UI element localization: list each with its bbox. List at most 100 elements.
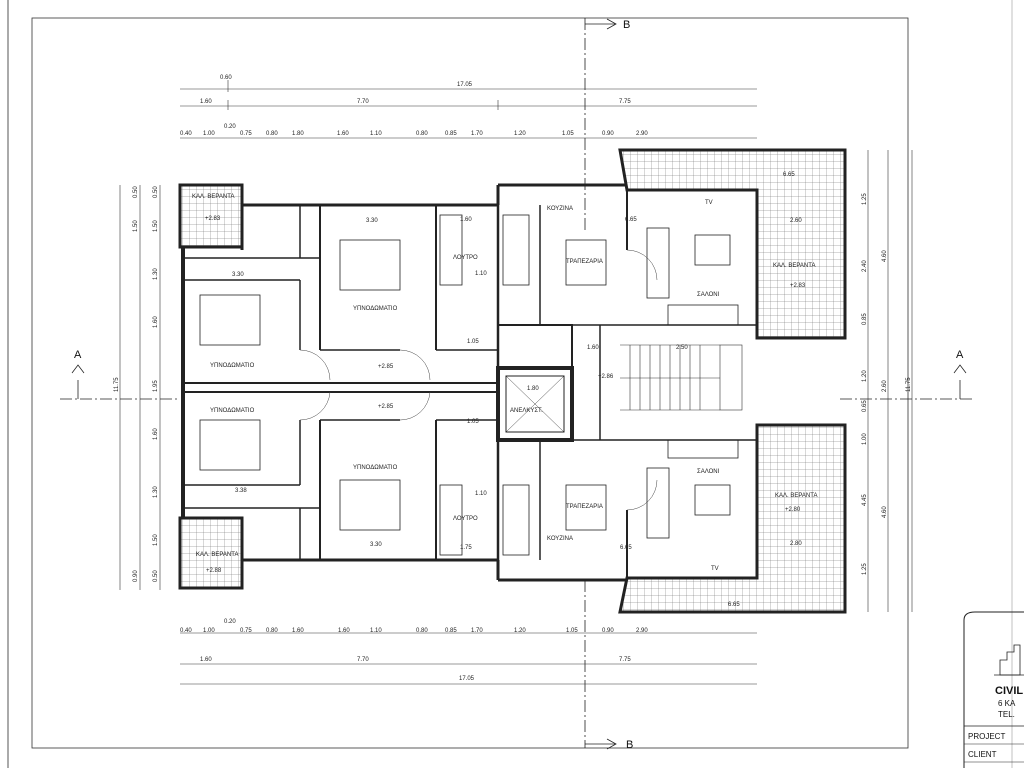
left-col1-value: 1.50	[153, 220, 159, 232]
section-a-label-right: A	[956, 349, 964, 361]
room-label-dining-1: ΤΡΑΠΕΖΑΡΙΑ	[566, 259, 603, 265]
dim-top-right-total: 7.75	[619, 99, 631, 105]
top-row-value: 1.20	[514, 131, 526, 137]
bottom-row-value: 0.75	[240, 628, 252, 634]
room-label-bedroom-2: ΥΠΝΟΔΩΜΑΤΙΟ	[353, 306, 398, 312]
right-col1-value: 1.00	[862, 433, 868, 445]
dim-right-total: 11.75	[906, 377, 912, 392]
bottom-row-value: 0.90	[602, 628, 614, 634]
section-a-label-left: A	[74, 349, 82, 361]
room-dim-14: 6.65	[728, 602, 740, 608]
dim-top-left-edge: 1.60	[200, 99, 212, 105]
room-label-veranda-1: ΚΑΛ. ΒΕΡΑΝΤΑ	[773, 263, 815, 269]
room-label-dining-2: ΤΡΑΠΕΖΑΡΙΑ	[566, 504, 603, 510]
right-col1-value: 1.20	[862, 370, 868, 382]
furniture	[199, 214, 739, 556]
project-label: PROJECT	[968, 732, 1005, 741]
company-tel: TEL.	[998, 710, 1015, 719]
right-col1-value: 4.45	[862, 494, 868, 506]
dim-top-total: 17.05	[457, 82, 473, 88]
room-dim-19: 2.50	[676, 345, 688, 351]
room-dim-11: 1.05	[467, 339, 479, 345]
room-dim-8: 1.10	[475, 271, 487, 277]
room-dim-9: 1.10	[475, 491, 487, 497]
bottom-row-value: 1.70	[471, 628, 483, 634]
room-dim-1: 3.30	[232, 272, 244, 278]
level-marker-3: +2.86	[598, 374, 614, 380]
staircase	[620, 344, 743, 411]
veranda-top-right	[618, 148, 847, 340]
room-dim-5: 6.65	[625, 217, 637, 223]
company-name: CIVIL	[995, 685, 1023, 697]
dim-right-col2: 4.602.604.60	[882, 250, 888, 518]
level-marker-1: +2.85	[378, 364, 394, 370]
right-col1-value: 1.25	[862, 563, 868, 575]
right-col1-value: 2.40	[862, 260, 868, 272]
room-label-kitchen-2: ΚΟΥΖΙΝΑ	[547, 536, 573, 542]
room-label-kitchen-1: ΚΟΥΖΙΝΑ	[547, 206, 573, 212]
top-row-value: 2.90	[636, 131, 648, 137]
room-label-veranda-4: ΚΑΛ. ΒΕΡΑΝΤΑ	[196, 552, 238, 558]
right-col1-value: 0.85	[862, 313, 868, 325]
left-col1-value: 1.50	[153, 534, 159, 546]
room-dim-16: 2.80	[790, 541, 802, 547]
top-dimensions	[180, 80, 757, 139]
room-label-bedroom-4: ΥΠΝΟΔΩΜΑΤΙΟ	[353, 465, 398, 471]
level-marker-7: +2.88	[206, 568, 222, 574]
dim-top-left-total: 7.70	[357, 99, 369, 105]
top-row-value: 0.75	[240, 131, 252, 137]
room-label-bath-1: ΛΟΥΤΡΟ	[453, 255, 478, 261]
left-col1-value: 1.60	[153, 428, 159, 440]
client-label: CLIENT	[968, 750, 997, 759]
bottom-row-value: 0.80	[416, 628, 428, 634]
room-label-living-2: ΣΑΛΟΝΙ	[697, 469, 720, 475]
title-block	[963, 611, 1024, 768]
left-col1-value: 1.30	[153, 268, 159, 280]
dim-bottom-total: 17.05	[459, 676, 475, 682]
door-swings	[299, 249, 658, 511]
left-col1-value: 1.95	[153, 380, 159, 392]
company-logo-icon	[994, 644, 1024, 676]
left-col1-value: 1.60	[153, 316, 159, 328]
dim-right-col1: 1.252.400.851.200.651.004.451.25	[862, 193, 868, 575]
room-dim-12: 1.80	[527, 386, 539, 392]
room-label-bedroom-3: ΥΠΝΟΔΩΜΑΤΙΟ	[210, 408, 255, 414]
dim-bottom-small2: 0.20	[224, 619, 236, 625]
right-col2-value: 2.60	[882, 380, 888, 392]
right-col1-value: 0.65	[862, 400, 868, 412]
bottom-row-value: 1.00	[203, 628, 215, 634]
top-row-value: 0.80	[416, 131, 428, 137]
bottom-row-value: 1.20	[514, 628, 526, 634]
room-label-tv-2: TV	[711, 566, 719, 572]
level-marker-2: +2.85	[378, 404, 394, 410]
right-col2-value: 4.60	[882, 250, 888, 262]
bottom-row-value: 1.05	[566, 628, 578, 634]
dim-top-small: 0.60	[220, 75, 232, 81]
room-dim-18: 1.60	[587, 345, 599, 351]
bottom-row-value: 2.90	[636, 628, 648, 634]
top-row-value: 1.10	[370, 131, 382, 137]
bottom-row-value: 0.80	[266, 628, 278, 634]
room-label-bath-2: ΛΟΥΤΡΟ	[453, 516, 478, 522]
top-row-value: 0.80	[266, 131, 278, 137]
dim-bottom-left-edge: 1.60	[200, 657, 212, 663]
bottom-row-value: 1.10	[370, 628, 382, 634]
dim-left-total: 11.75	[114, 377, 120, 392]
top-row-value: 0.90	[602, 131, 614, 137]
top-row-value: 0.85	[445, 131, 457, 137]
bottom-row-value: 0.40	[180, 628, 192, 634]
veranda-bottom-right	[618, 423, 847, 614]
section-b-label-bottom: B	[626, 739, 633, 751]
bottom-row-value: 0.85	[445, 628, 457, 634]
room-label-bedroom-1: ΥΠΝΟΔΩΜΑΤΙΟ	[210, 363, 255, 369]
left-col1-value: 0.50	[153, 570, 159, 582]
top-row-value: 0.40	[180, 131, 192, 137]
room-dim-4: 3.30	[370, 542, 382, 548]
dim-bottom-left-total: 7.70	[357, 657, 369, 663]
left-col2-value: 0.90	[133, 570, 139, 582]
left-col1-value: 1.30	[153, 486, 159, 498]
dim-left-col1: 0.501.501.301.601.951.601.301.500.50	[153, 186, 159, 582]
